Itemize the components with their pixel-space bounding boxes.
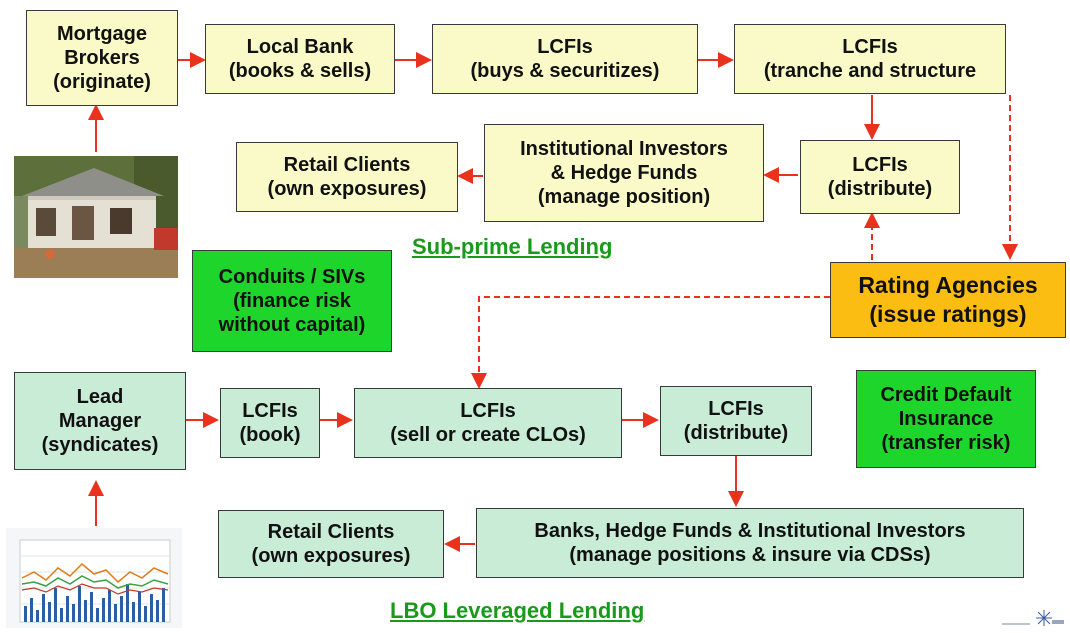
stock-chart-icon bbox=[6, 528, 182, 628]
lead-manager-line3: (syndicates) bbox=[41, 434, 159, 456]
lead-manager-box: Lead Manager (syndicates) bbox=[14, 372, 186, 470]
credit-default-insurance-box: Credit Default Insurance (transfer risk) bbox=[856, 370, 1036, 468]
credit-default-line2: Insurance bbox=[898, 408, 994, 430]
lcfis-distribute-lbo-box: LCFIs (distribute) bbox=[660, 386, 812, 456]
dashed-rating-to-lbo-lcfis bbox=[471, 296, 830, 389]
subprime-lending-label: Sub-prime Lending bbox=[412, 234, 613, 259]
lcfis-tranche-box: LCFIs (tranche and structure bbox=[734, 24, 1006, 94]
credit-default-line3: (transfer risk) bbox=[881, 432, 1011, 454]
mortgage-brokers-line3: (originate) bbox=[53, 71, 151, 93]
rating-agencies-line2: (issue ratings) bbox=[869, 301, 1027, 327]
lead-manager-line1: Lead bbox=[76, 386, 124, 408]
lcfis-buys-box: LCFIs (buys & securitizes) bbox=[432, 24, 698, 94]
lcfis-tranche-line2: (tranche and structure bbox=[763, 60, 977, 82]
lcfis-sell-line1: LCFIs bbox=[460, 400, 516, 422]
lcfis-book-box: LCFIs (book) bbox=[220, 388, 320, 458]
lcfis-tranche-line1: LCFIs bbox=[842, 36, 898, 58]
institutional-line3: (manage position) bbox=[537, 186, 711, 208]
banks-hedge-funds-box: Banks, Hedge Funds & Institutional Inves… bbox=[476, 508, 1024, 578]
rating-agencies-box: Rating Agencies (issue ratings) bbox=[830, 262, 1066, 338]
mortgage-brokers-box: Mortgage Brokers (originate) bbox=[26, 10, 178, 106]
lcfis-book-line1: LCFIs bbox=[242, 400, 298, 422]
lcfis-buys-line1: LCFIs bbox=[537, 36, 593, 58]
banks-line1: Banks, Hedge Funds & Institutional Inves… bbox=[534, 520, 966, 542]
credit-default-line1: Credit Default bbox=[880, 384, 1012, 406]
retail-clients-subprime-box: Retail Clients (own exposures) bbox=[236, 142, 458, 212]
banks-line2: (manage positions & insure via CDSs) bbox=[569, 544, 931, 566]
retail-subprime-line2: (own exposures) bbox=[267, 178, 427, 200]
local-bank-box: Local Bank (books & sells) bbox=[205, 24, 395, 94]
lcfis-distribute-subprime-box: LCFIs (distribute) bbox=[800, 140, 960, 214]
lbo-leveraged-lending-label: LBO Leveraged Lending bbox=[390, 598, 645, 623]
retail-clients-lbo-box: Retail Clients (own exposures) bbox=[218, 510, 444, 578]
institutional-investors-box: Institutional Investors & Hedge Funds (m… bbox=[484, 124, 764, 222]
mortgage-brokers-line2: Brokers bbox=[64, 47, 140, 69]
institutional-line2: & Hedge Funds bbox=[550, 162, 698, 184]
conduits-sivs-box: Conduits / SIVs (finance risk without ca… bbox=[192, 250, 392, 352]
local-bank-line2: (books & sells) bbox=[228, 60, 372, 82]
retail-lbo-line1: Retail Clients bbox=[267, 521, 395, 543]
rating-agencies-line1: Rating Agencies bbox=[858, 272, 1038, 298]
institutional-line1: Institutional Investors bbox=[520, 138, 728, 160]
lcfis-sell-box: LCFIs (sell or create CLOs) bbox=[354, 388, 622, 458]
retail-subprime-line1: Retail Clients bbox=[283, 154, 411, 176]
conduits-line3: without capital) bbox=[218, 314, 366, 336]
local-bank-line1: Local Bank bbox=[246, 36, 354, 58]
lcfis-distribute-subprime-line1: LCFIs bbox=[852, 154, 908, 176]
lcfis-sell-line2: (sell or create CLOs) bbox=[390, 424, 586, 446]
conduits-line1: Conduits / SIVs bbox=[218, 266, 366, 288]
lcfis-buys-line2: (buys & securitizes) bbox=[470, 60, 660, 82]
lcfis-book-line2: (book) bbox=[239, 424, 301, 446]
lcfis-distribute-subprime-line2: (distribute) bbox=[827, 178, 933, 200]
conduits-line2: (finance risk bbox=[233, 290, 351, 312]
mortgage-brokers-line1: Mortgage bbox=[57, 23, 147, 45]
house-photo-icon bbox=[14, 156, 178, 278]
corner-logo-icon bbox=[1000, 608, 1066, 628]
lcfis-distribute-lbo-line2: (distribute) bbox=[683, 422, 789, 444]
retail-lbo-line2: (own exposures) bbox=[251, 545, 411, 567]
lcfis-distribute-lbo-line1: LCFIs bbox=[708, 398, 764, 420]
lead-manager-line2: Manager bbox=[58, 410, 142, 432]
